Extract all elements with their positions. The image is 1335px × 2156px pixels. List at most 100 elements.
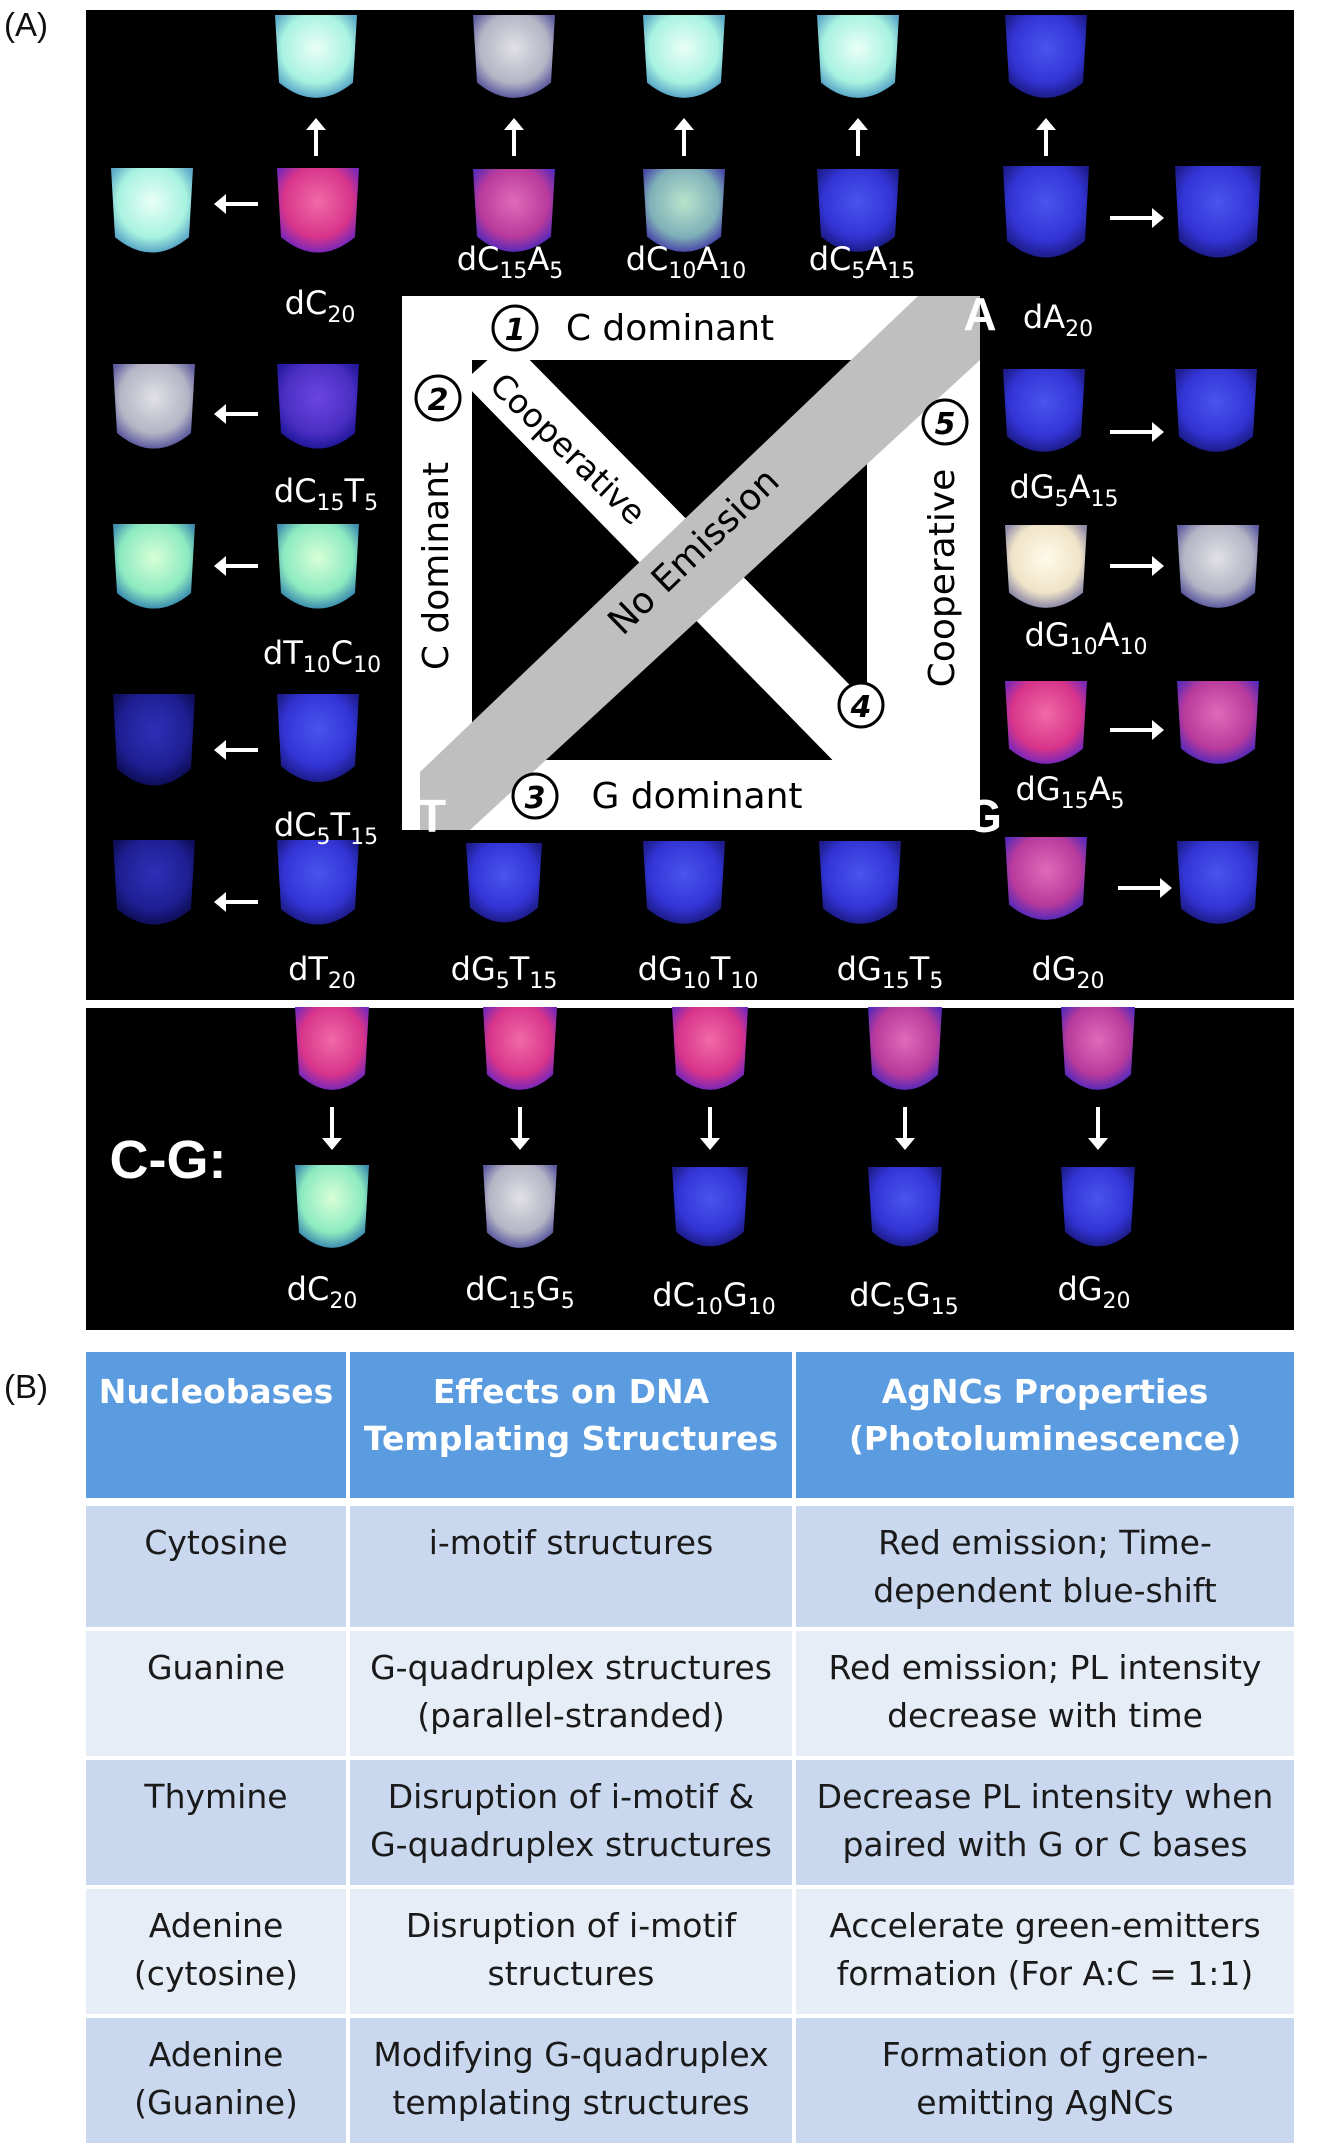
region-label-c-dominant-top: C dominant: [566, 308, 774, 349]
sample-vial: [473, 169, 555, 252]
sample-label: dC10G10: [652, 1276, 775, 1320]
arrow-icon: [214, 892, 258, 912]
table-cell: Disruption of i-motif & G-quadruplex str…: [350, 1756, 796, 1885]
table-header: AgNCs Properties (Photoluminescence): [796, 1352, 1294, 1498]
sample-vial: [1005, 15, 1087, 98]
sample-label: dC20: [285, 284, 356, 328]
region-number-1-circle: [491, 304, 539, 352]
arrow-icon: [674, 118, 694, 156]
sample-label: dG20: [1031, 950, 1104, 994]
table-row: Thymine Disruption of i-motif & G-quadru…: [86, 1756, 1294, 1885]
corner-letter-a: A: [963, 288, 996, 340]
sample-vial: [466, 843, 542, 923]
arrow-icon: [306, 118, 326, 156]
sample-vial: [1177, 841, 1259, 924]
sample-vial: [277, 524, 359, 609]
sample-vial: [275, 15, 357, 98]
sample-label: dG10A10: [1025, 616, 1148, 660]
arrow-icon: [214, 740, 258, 760]
sample-vial: [1005, 525, 1087, 608]
region-number-3-circle: [511, 772, 559, 820]
table-row: Cytosine i-motif structures Red emission…: [86, 1498, 1294, 1627]
corner-letter-t: T: [418, 790, 446, 842]
sample-vial: [817, 169, 899, 252]
sample-vial: [111, 168, 193, 253]
sample-label: dC10A10: [626, 240, 747, 284]
sample-label: dG15T5: [837, 950, 944, 994]
sample-vial: [817, 15, 899, 98]
table-cell: Thymine: [86, 1756, 350, 1885]
sample-vial: [819, 841, 901, 924]
sample-label: dT10C10: [263, 634, 381, 678]
arrow-icon: [214, 404, 258, 424]
sample-vial: [295, 1007, 369, 1090]
sample-vial: [295, 1165, 369, 1248]
sample-label: dC15A5: [457, 240, 564, 284]
sample-label: dA20: [1023, 298, 1093, 342]
sample-vial: [1177, 681, 1259, 764]
table-cell: Accelerate green-emitters formation (For…: [796, 1885, 1294, 2014]
sample-vial: [483, 1165, 557, 1248]
sample-label: dG20: [1057, 1270, 1130, 1314]
arrow-icon: [214, 556, 258, 576]
arrow-icon: [848, 118, 868, 156]
sample-vial: [277, 168, 359, 253]
corner-letter-c: C: [417, 288, 450, 340]
panel-a-figure: C A T G 1 C dominant 2 Cooperative C dom…: [86, 10, 1294, 1330]
sample-vial: [672, 1007, 748, 1090]
sample-label: dG5A15: [1010, 468, 1119, 512]
nucleobase-effects-table: Nucleobases Effects on DNA Templating St…: [86, 1352, 1294, 2143]
sample-vial: [277, 840, 359, 925]
arrow-icon: [214, 194, 258, 214]
table-header-row: Nucleobases Effects on DNA Templating St…: [86, 1352, 1294, 1498]
table-row: Adenine (cytosine) Disruption of i-motif…: [86, 1885, 1294, 2014]
sample-vial: [1005, 837, 1087, 920]
sample-vial: [643, 169, 725, 252]
corner-letter-g: G: [966, 790, 1002, 842]
sample-vial: [868, 1007, 942, 1090]
sample-vial: [1003, 369, 1085, 452]
table-cell: Cytosine: [86, 1498, 350, 1627]
sample-label: dG15A5: [1016, 770, 1125, 814]
sample-label: dC15T5: [274, 472, 378, 516]
arrow-icon: [1110, 208, 1164, 228]
region-number-2: 2: [428, 383, 449, 418]
table-cell: Formation of green- emitting AgNCs: [796, 2014, 1294, 2143]
sample-label: dC5G15: [849, 1276, 958, 1320]
table-cell: Guanine: [86, 1627, 350, 1756]
arrow-icon: [1110, 720, 1164, 740]
arrow-icon: [1036, 118, 1056, 156]
table-cell: Modifying G-quadruplex templating struct…: [350, 2014, 796, 2143]
region-number-2-circle: [414, 374, 462, 422]
sample-label: dT20: [288, 950, 356, 994]
sample-vial: [1061, 1007, 1135, 1090]
region-number-5: 5: [935, 407, 956, 442]
table-header: Nucleobases: [86, 1352, 350, 1498]
arrow-icon: [895, 1107, 915, 1150]
table-cell: Disruption of i-motif structures: [350, 1885, 796, 2014]
nucleobase-diagram: [402, 296, 980, 830]
table-cell: i-motif structures: [350, 1498, 796, 1627]
sample-label: dC20: [287, 1270, 358, 1314]
table-cell: Red emission; PL intensity decrease with…: [796, 1627, 1294, 1756]
table-row: Guanine G-quadruplex structures (paralle…: [86, 1627, 1294, 1756]
sample-vial: [473, 15, 555, 98]
sample-vial: [672, 1167, 748, 1247]
arrow-icon: [510, 1107, 530, 1150]
sample-vial: [113, 364, 195, 449]
region-label-g-dominant: G dominant: [591, 776, 802, 817]
region-number-4: 4: [850, 690, 872, 725]
sample-label: dC15G5: [465, 1270, 574, 1314]
sample-vial: [277, 694, 359, 782]
sample-vial: [868, 1167, 942, 1247]
region-number-4-circle: [837, 681, 885, 729]
panel-a-label: (A): [4, 6, 48, 43]
sample-label: dC5T15: [274, 806, 378, 850]
sample-vial: [277, 364, 359, 449]
sample-vial: [113, 524, 195, 609]
region-label-cooperative-right: Cooperative: [922, 469, 963, 688]
arrow-icon: [1118, 878, 1172, 898]
sample-vial: [1175, 166, 1261, 258]
table-cell: Decrease PL intensity when paired with G…: [796, 1756, 1294, 1885]
sample-vial: [1177, 525, 1259, 608]
